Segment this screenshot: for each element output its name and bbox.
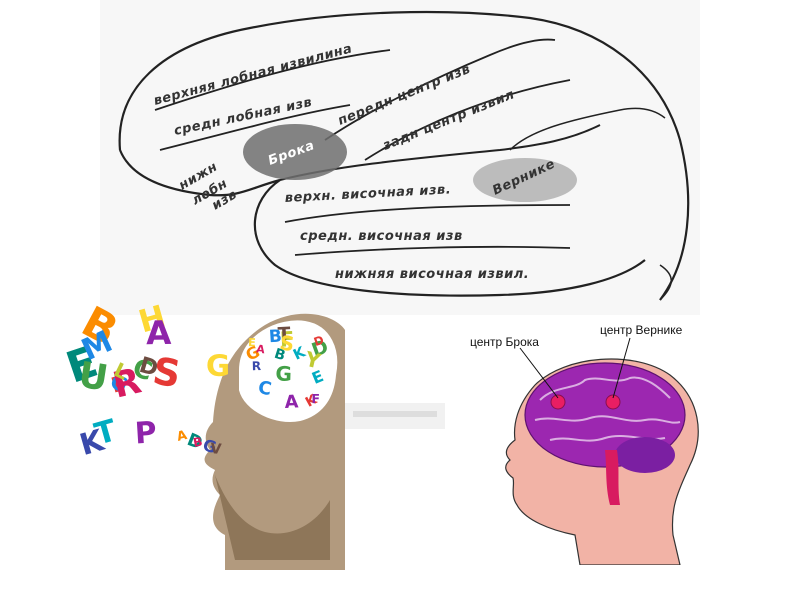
flying-letter: R [252,359,262,373]
flying-letter: B [192,434,204,449]
flying-letter: D [308,335,331,362]
brain-gyri-sketch: верхняя лобная извилина средн лобная изв… [100,0,700,315]
flying-letter: V [210,441,222,458]
precentral-sulcus [324,38,556,141]
label-middle-temporal: средн. височная изв [300,229,463,244]
wernicke-area [473,158,577,202]
flying-letter: A [284,391,299,413]
cerebellum [615,437,675,473]
temporal-lobe-outline [253,179,646,297]
superior-frontal-sulcus [154,49,391,111]
faint-artifact-svg [345,403,445,429]
central-sulcus [364,79,571,161]
flying-letter: U [76,355,111,400]
flying-letter: P [134,415,158,451]
faint-artifact [345,395,445,435]
occipital-notch [659,264,672,301]
flying-letter: A [256,342,267,356]
flying-letter: A [175,428,188,445]
brain-outline [118,10,690,301]
flying-letter: D [312,333,326,349]
flying-letter: S [150,349,184,397]
head-brain-diagram: центр Брока центр Вернике [455,320,725,566]
beard [215,475,330,560]
wernicke-leader-line [612,337,631,399]
label-inferior-temporal: нижняя височная извил. [335,267,529,282]
broca-leader-line [519,347,559,399]
flying-letter: F [109,371,129,398]
flying-letter: G [275,362,292,386]
inferior-temporal-sulcus [294,245,571,256]
flying-letter: D [184,430,205,454]
flying-letter: F [311,391,320,406]
flying-letter: G [206,349,230,383]
wernicke-center-dot [605,394,621,410]
flying-letter: T [277,324,291,346]
flying-letter: B [268,326,282,347]
superior-temporal-sulcus [284,204,571,223]
flying-letter: C [257,377,274,400]
inferior-frontal-sulcus [159,104,351,151]
flying-letter: Y [302,347,323,374]
brain-stem [605,450,620,505]
flying-letter: F [279,327,294,352]
head-brain-svg: центр Брока центр Вернике [470,323,699,566]
flying-letter: A [146,314,173,352]
flying-letter: B [272,346,287,364]
brain-edge [524,362,686,468]
broca-area [243,124,347,180]
flying-letter: S [278,330,296,356]
flying-letter: E [248,336,256,349]
label-wernicke-center: центр Вернике [600,323,683,337]
faint-artifact-line [353,411,437,417]
brain-sketch-svg: верхняя лобная извилина средн лобная изв… [100,0,700,315]
postcentral-sulcus [509,107,666,151]
sketch-background [100,0,700,315]
flying-letter: G [201,435,218,457]
brain-outline-in-head [239,320,338,422]
label-broca-center: центр Брока [470,335,539,349]
broca-center-dot [550,394,566,410]
